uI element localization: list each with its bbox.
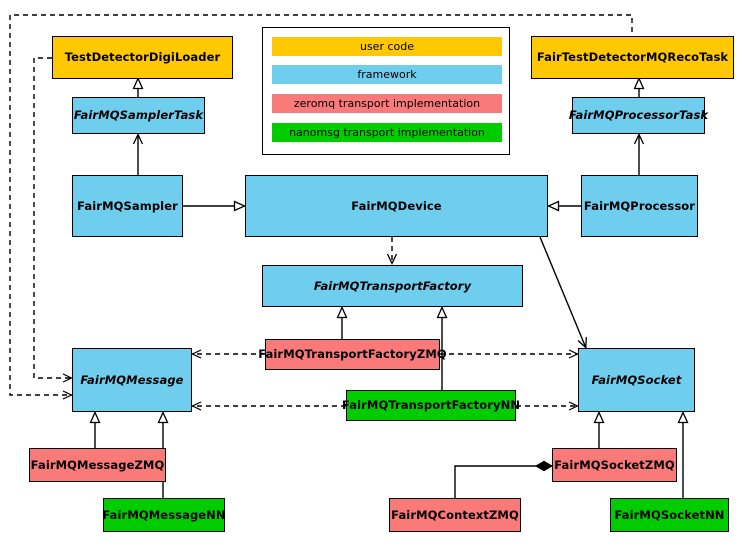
node-fair-test-detector-mq-reco-task[interactable]: FairTestDetectorMQRecoTask: [531, 36, 734, 79]
node-fairmq-socket-nn[interactable]: FairMQSocketNN: [610, 498, 729, 532]
node-fairmq-message-nn[interactable]: FairMQMessageNN: [102, 498, 226, 532]
node-test-detector-digi-loader[interactable]: TestDetectorDigiLoader: [52, 36, 233, 79]
node-fairmq-socket[interactable]: FairMQSocket: [578, 348, 695, 412]
node-fairmq-transport-factory-nn[interactable]: FairMQTransportFactoryNN: [342, 390, 520, 421]
legend-item-user-code: user code: [272, 37, 502, 56]
node-fairmq-message[interactable]: FairMQMessage: [72, 348, 192, 412]
node-fairmq-transport-factory[interactable]: FairMQTransportFactory: [262, 265, 523, 307]
node-fairmq-transport-factory-zmq[interactable]: FairMQTransportFactoryZMQ: [258, 339, 447, 370]
node-fairmq-message-zmq[interactable]: FairMQMessageZMQ: [29, 448, 166, 482]
node-fairmq-device[interactable]: FairMQDevice: [245, 175, 548, 237]
node-fairmq-context-zmq[interactable]: FairMQContextZMQ: [389, 498, 521, 532]
legend-item-nanomsg: nanomsg transport implementation: [272, 123, 502, 142]
node-fairmq-sampler-task[interactable]: FairMQSamplerTask: [72, 97, 205, 134]
node-fairmq-sampler[interactable]: FairMQSampler: [72, 175, 183, 237]
node-fairmq-processor-task[interactable]: FairMQProcessorTask: [569, 97, 708, 134]
legend-item-framework: framework: [272, 65, 502, 84]
legend-item-zeromq: zeromq transport implementation: [272, 94, 502, 113]
node-fairmq-socket-zmq[interactable]: FairMQSocketZMQ: [552, 448, 677, 482]
node-fairmq-processor[interactable]: FairMQProcessor: [581, 175, 698, 237]
legend-panel: user code framework zeromq transport imp…: [262, 27, 510, 155]
